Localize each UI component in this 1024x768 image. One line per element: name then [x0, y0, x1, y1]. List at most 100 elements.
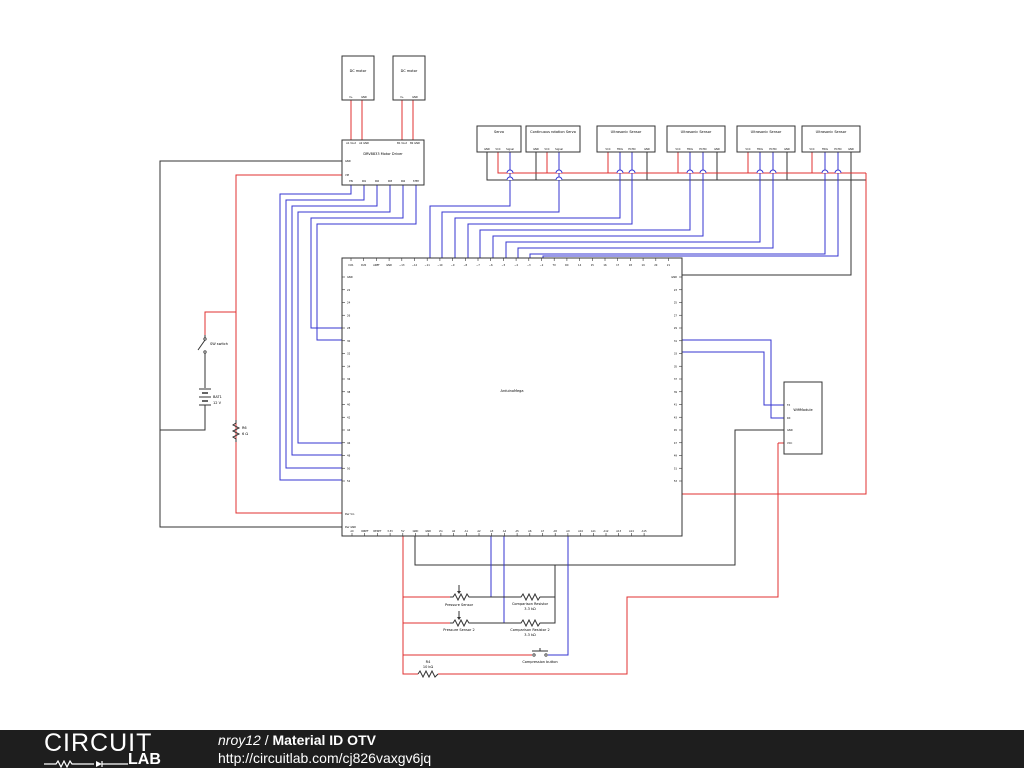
- pin-label: 44: [347, 428, 351, 432]
- pin-label: A10: [578, 529, 583, 533]
- pin-label: GND: [787, 428, 793, 432]
- pin-label: TRIG: [822, 147, 828, 151]
- circuitlab-logo[interactable]: CIRCUIT: [44, 729, 153, 757]
- pin-label: 36: [347, 377, 351, 381]
- pressure-sensor-2[interactable]: Pressure Sensor 2: [443, 611, 504, 632]
- motor-driver[interactable]: DRV8833 Motor Driver A1 Vout A2 GND B1 V…: [341, 139, 425, 186]
- compression-button[interactable]: Compression button: [522, 648, 558, 664]
- ultrasonic-sensor-1[interactable]: Ultrasonic Sensor VCC TRIG ECHO GND: [596, 125, 656, 153]
- pin-label: 22: [347, 288, 351, 292]
- wifi-label: WifiModule: [793, 408, 812, 412]
- pin-label: A4: [503, 529, 507, 533]
- wifi-module[interactable]: WifiModule TX RX GND VCC: [783, 381, 823, 455]
- dc-motor-2-label: DC motor: [401, 69, 418, 73]
- ultrasonic-sensor-4[interactable]: Ultrasonic Sensor VCC TRIG ECHO GND: [801, 125, 861, 153]
- pin-label: Signal: [555, 147, 563, 151]
- pin-label: 19: [642, 263, 646, 267]
- circuitlab-logo-lab: LAB: [128, 751, 161, 768]
- resistor-r4[interactable]: R4 10 kΩ: [417, 660, 439, 679]
- pin-label: IOREF: [361, 529, 369, 533]
- pin-label: GND: [347, 275, 353, 279]
- pressure-sensor-2-label: Pressure Sensor 2: [443, 628, 474, 632]
- power-switch[interactable]: SW switch: [197, 335, 228, 388]
- pin-label: 3.3V: [387, 529, 393, 533]
- r6-label: R6: [242, 426, 247, 430]
- comp-resistor-2-label: Comparison Resistor 2: [510, 628, 549, 632]
- pin-label: GND: [533, 147, 539, 151]
- pin-label: ~6: [489, 263, 493, 267]
- resistor-r6[interactable]: R6 6 Ω: [231, 420, 248, 442]
- pin-label: 38: [347, 390, 351, 394]
- pin-label: A0: [452, 529, 456, 533]
- pin-label: 32: [347, 352, 351, 356]
- pin-label: 39: [674, 390, 678, 394]
- schematic-canvas[interactable]: DC motor V+ GND DC motor V+ GND DRV8833 …: [0, 0, 1024, 730]
- pressure-sensor-1[interactable]: Pressure Sensor: [445, 585, 491, 607]
- pin-label: TRIG: [687, 147, 693, 151]
- comparison-resistor-1[interactable]: Comparison Resistor 3.3 kΩ: [491, 565, 556, 611]
- pin-label: GND: [413, 529, 419, 533]
- pin-label: 31: [674, 339, 678, 343]
- pin-label: ~3: [527, 263, 531, 267]
- pin-label: 48: [347, 454, 351, 458]
- pin-label: ~12: [412, 263, 418, 267]
- pin-label: ECHO: [834, 147, 841, 151]
- pin-label: 20: [654, 263, 658, 267]
- pin-label: 51: [674, 466, 678, 470]
- pin-label: A15: [642, 529, 647, 533]
- pin-label: RESET: [373, 529, 381, 533]
- pin-label: A13: [616, 529, 621, 533]
- cr-servo-label: Continuous rotation Servo: [530, 130, 576, 134]
- pin-label: 23: [674, 288, 678, 292]
- servo[interactable]: Servo GND VCC Signal: [476, 125, 522, 153]
- pin-label: ~5: [502, 263, 506, 267]
- pin-label: GND: [345, 159, 351, 163]
- pin-label: 50: [347, 466, 351, 470]
- pin-label: GND: [386, 263, 392, 267]
- servo-label: Servo: [494, 130, 504, 134]
- pin-label: VCC: [605, 147, 610, 151]
- pin-label: A5: [515, 529, 519, 533]
- pin-label: 28: [347, 326, 351, 330]
- pin-label: GND: [714, 147, 720, 151]
- pin-label: A8: [554, 529, 558, 533]
- pin-label: IN1: [362, 179, 367, 183]
- ultrasonic-sensor-2[interactable]: Ultrasonic Sensor VCC TRIG ECHO GND: [666, 125, 726, 153]
- dc-motor-2[interactable]: DC motor V+ GND: [392, 55, 426, 101]
- pin-label: 25: [674, 301, 678, 305]
- pin-label: ~10: [437, 263, 443, 267]
- author-link[interactable]: nroy12: [218, 732, 261, 748]
- ultrasonic-label: Ultrasonic Sensor: [611, 130, 642, 134]
- pin-label: 29: [674, 326, 678, 330]
- r6-value: 6 Ω: [242, 432, 248, 436]
- pin-label: 16: [603, 263, 607, 267]
- project-url-link[interactable]: http://circuitlab.com/cj826vaxgv6jq: [218, 750, 432, 766]
- pin-label: ECHO: [628, 147, 635, 151]
- signal-wires: [279, 152, 839, 656]
- switch-label: SW switch: [210, 342, 228, 346]
- pin-label: VCC: [544, 147, 549, 151]
- pin-label: IN4: [401, 179, 406, 183]
- ultrasonic-sensor-3[interactable]: Ultrasonic Sensor VCC TRIG ECHO GND: [736, 125, 796, 153]
- pin-label: 14: [578, 263, 582, 267]
- pin-label: ~4: [514, 263, 518, 267]
- pin-label: A2 GND: [359, 141, 369, 145]
- pin-label: 34: [347, 364, 351, 368]
- comparison-resistor-2[interactable]: Comparison Resistor 2 3.3 kΩ: [504, 597, 556, 637]
- pin-label: 42: [347, 415, 351, 419]
- power-wires: [204, 100, 867, 675]
- continuous-rotation-servo[interactable]: Continuous rotation Servo GND VCC Signal: [525, 125, 581, 153]
- ultrasonic-label: Ultrasonic Sensor: [751, 130, 782, 134]
- pin-label: TRIG: [757, 147, 763, 151]
- battery[interactable]: BAT1 12 V: [199, 388, 222, 408]
- pin-label: A3: [490, 529, 494, 533]
- dc-motor-1[interactable]: DC motor V+ GND: [341, 55, 375, 101]
- wire-crossings: [506, 169, 842, 181]
- project-name: Material ID OTV: [272, 732, 376, 748]
- pin-label: VM: [345, 173, 349, 177]
- pin-label: GND: [671, 275, 677, 279]
